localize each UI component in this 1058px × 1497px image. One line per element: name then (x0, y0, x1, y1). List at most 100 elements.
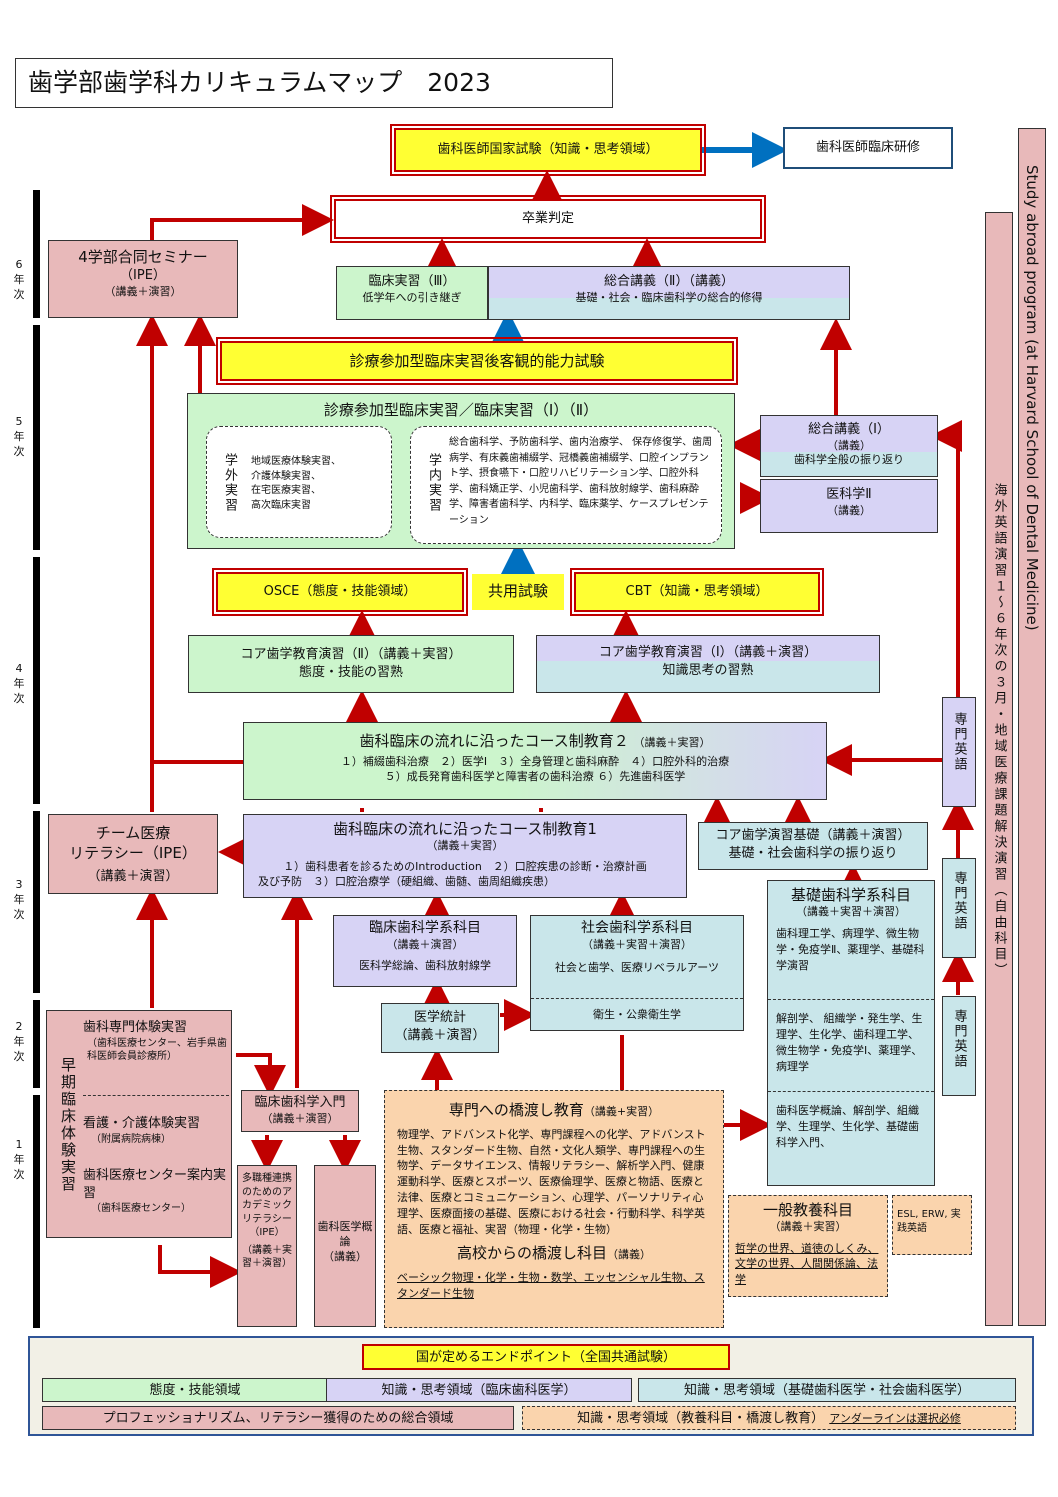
specialized-english-3: 専門英語 (942, 858, 976, 958)
clinical-practice-main-box: 診療参加型臨床実習／臨床実習（Ⅰ）（Ⅱ） 学外実習 地域医療体験実習、 介護体験… (187, 393, 735, 549)
team-medicine-sub: （講義＋演習） (87, 868, 179, 884)
bridge-education-items: 物理学、アドバンスト化学、専門課程への化学、アドバンスト生物、スタンダード生物、… (397, 1127, 706, 1237)
overseas-english-label: 海外英語演習１〜６年次の３月・地域医療課題解決演習（自由科目） (991, 483, 1007, 979)
early-clinical-items: 歯科専門体験実習 （歯科医療センター、岩手県歯科医師会員診療所） (83, 1019, 229, 1064)
core-basic-practice-box: コア歯学演習基礎（講義＋演習） 基礎・社会歯科学の振り返り (698, 822, 928, 870)
study-abroad-label: Study abroad program (at Harvard School … (1023, 165, 1041, 631)
basic-dental-science-sub: （講義＋実習＋演習） (796, 905, 906, 919)
study-abroad-bar: Study abroad program (at Harvard School … (1018, 128, 1046, 1326)
course-education-2-line2: ５）成長発育歯科医学と障害者の歯科治療 ６）先進歯科医学 (384, 770, 686, 784)
team-medicine-title2: リテラシー（IPE） (69, 844, 197, 863)
legend-liberal-arts-label: 知識・思考領域（教養科目・橋渡し教育） (577, 1411, 825, 1426)
clinical-training-label: 歯科医師臨床研修 (815, 140, 920, 155)
basic-dental-science-title: 基礎歯科学系科目 (790, 886, 911, 904)
joint-seminar-box: 4学部合同セミナー （IPE） （講義＋演習） (48, 240, 238, 318)
basic-dental-science-items-2: 解剖学、 組織学・発生学、生理学、生化学、歯科理工学、微生物学・免疫学Ⅰ、薬理学… (776, 1012, 923, 1073)
legend-clinical: 知識・思考領域（臨床歯科医学） (326, 1378, 632, 1402)
clinical-practice-main-title: 診療参加型臨床実習／臨床実習（Ⅰ）（Ⅱ） (323, 401, 599, 419)
core-basic-practice-sub: 基礎・社会歯科学の振り返り (728, 845, 898, 861)
core-practice-2-title: コア歯学教育演習（Ⅱ）（講義＋実習） (240, 647, 462, 662)
joint-seminar-sub: （IPE） (120, 268, 166, 284)
social-dental-science-box: 社会歯科学系科目 （講義＋実習＋演習） 社会と歯学、医療リベラルアーツ 衛生・公… (530, 915, 744, 1031)
early-clinical-label: 早期臨床体験実習 (59, 1057, 77, 1193)
outside-practice-items: 地域医療体験実習、 介護体験実習、 在宅医療実習、 高次臨床実習 (251, 456, 341, 511)
legend-attitude: 態度・技能領域 (42, 1378, 348, 1402)
center-guide-title: 歯科医療センター案内実習 (83, 1168, 227, 1201)
course-education-1-sub: （講義＋実習） (426, 839, 504, 853)
general-education-items: 哲学の世界、道徳のしくみ、文学の世界、人間関係論、法学 (735, 1242, 879, 1286)
clinical-intro-sub: （講義＋演習） (261, 1111, 339, 1125)
dental-intro-title: 歯科医学概論 (317, 1220, 373, 1248)
clinical-training-box: 歯科医師臨床研修 (783, 127, 953, 169)
inside-practice-label: 学内実習 (426, 453, 441, 513)
medical-statistics-sub: （講義＋演習） (394, 1027, 486, 1043)
basic-dental-science-box: 基礎歯科学系科目 （講義＋実習＋演習） 歯科理工学、病理学、微生物学・免疫学Ⅱ、… (767, 880, 935, 1186)
post-clinical-exam-box: 診療参加型臨床実習後客観的能力試験 (216, 337, 738, 385)
early-clinical-divider (83, 1095, 229, 1096)
medical-statistics-title: 医学統計 (413, 1010, 466, 1025)
general-lecture-2-box: 総合講義（Ⅱ）（講義） 基礎・社会・臨床歯科学の総合的修得 (488, 266, 850, 320)
interprofessional-text: 多職種連携のためのアカデミックリテラシー（IPE） (242, 1173, 292, 1238)
nursing-experience: 看護・介護体験実習 （附属病院病棟） (83, 1115, 229, 1146)
year-bar-5 (33, 325, 40, 550)
legend-liberal-arts: 知識・思考領域（教養科目・橋渡し教育） アンダーラインは選択必修 (522, 1406, 1016, 1430)
overseas-english-bar: 海外英語演習１〜６年次の３月・地域医療課題解決演習（自由科目） (985, 212, 1013, 1326)
inside-practice-group: 学内実習 総合歯科学、予防歯科学、歯内治療学、 保存修復学、歯周病学、有床義歯補… (410, 426, 722, 544)
legend-underline-note: アンダーラインは選択必修 (829, 1412, 961, 1425)
nursing-experience-note: （附属病院病棟） (91, 1133, 171, 1145)
general-education-box: 一般教養科目 （講義＋実習） 哲学の世界、道徳のしくみ、文学の世界、人間関係論、… (728, 1195, 888, 1297)
team-medicine-box: チーム医療 リテラシー（IPE） （講義＋演習） (48, 814, 218, 894)
legend-endpoint-label: 国が定めるエンドポイント（全国共通試験） (415, 1350, 676, 1365)
core-practice-1-box: コア歯学教育演習（Ⅰ）（講義＋演習） 知識思考の習熟 (536, 635, 880, 693)
dental-intro-box: 歯科医学概論 （講義） (314, 1165, 376, 1327)
specialized-english-2-label: 専門英語 (951, 1009, 967, 1069)
basic-divider-1 (768, 999, 934, 1000)
medical-science-2-sub: （講義） (827, 503, 871, 517)
medical-science-2-title: 医科学Ⅱ (826, 487, 872, 502)
joint-seminar-note: （講義＋演習） (104, 284, 182, 298)
year-bar-3 (33, 811, 40, 993)
legend-professionalism-label: プロフェッショナリズム、リテラシー獲得のための総合領域 (102, 1411, 454, 1426)
year-bar-2 (33, 1000, 40, 1088)
center-guide-experience: 歯科医療センター案内実習 （歯科医療センター） (83, 1167, 229, 1216)
legend-basic: 知識・思考領域（基礎歯科医学・社会歯科医学） (638, 1378, 1016, 1402)
national-exam-label: 歯科医師国家試験（知識・思考領域） (437, 142, 659, 157)
joint-seminar-title: 4学部合同セミナー (78, 248, 208, 266)
course-education-1-box: 歯科臨床の流れに沿ったコース制教育1 （講義＋実習） １）歯科患者を診るためのI… (243, 814, 687, 898)
social-dental-science-title: 社会歯科学系科目 (581, 920, 693, 936)
interprofessional-sub: （講義＋実習＋演習） (242, 1244, 292, 1270)
bridge-education-title: 専門への橋渡し教育（講義+実習） (448, 1101, 660, 1119)
social-divider (531, 998, 743, 999)
course-education-2-title: 歯科臨床の流れに沿ったコース制教育２ （講義＋実習） (359, 732, 711, 750)
highschool-bridge-items: ベーシック物理・化学・生物・数学、エッセンシャル生物、スタンダード生物 (397, 1270, 705, 1300)
general-lecture-1-box: 総合講義（Ⅰ） （講義） 歯科学全般の振り返り (760, 415, 938, 477)
clinical-dental-science-sub: （講義＋演習） (386, 937, 464, 951)
legend-attitude-label: 態度・技能領域 (149, 1383, 241, 1398)
esl-box: ESL, ERW, 実践英語 (892, 1195, 972, 1255)
course-education-1-title: 歯科臨床の流れに沿ったコース制教育1 (333, 820, 597, 838)
general-lecture-1-sub: （講義） (827, 438, 871, 452)
general-lecture-2-title: 総合講義（Ⅱ）（講義） (604, 274, 734, 289)
outside-practice-label: 学外実習 (211, 437, 239, 529)
clinical-dental-science-box: 臨床歯科学系科目 （講義＋演習） 医科学総論、歯科放射線学 (333, 915, 517, 987)
common-exam-label: 共用試験 (487, 582, 548, 600)
graduation-label: 卒業判定 (521, 211, 574, 226)
clinical-practice-3-box: 臨床実習（Ⅲ） 低学年への引き継ぎ (336, 266, 488, 320)
clinical-practice-3-title: 臨床実習（Ⅲ） (368, 274, 456, 289)
interprofessional-box: 多職種連携のためのアカデミックリテラシー（IPE） （講義＋実習＋演習） (237, 1165, 297, 1327)
national-exam-box: 歯科医師国家試験（知識・思考領域） (390, 124, 706, 176)
basic-divider-2 (768, 1091, 934, 1092)
center-guide-note: （歯科医療センター） (91, 1203, 191, 1215)
basic-dental-science-items-3: 歯科理工学、病理学、微生物学・免疫学Ⅱ、薬理学、基礎科学演習 (776, 927, 925, 972)
year-bar-1 (33, 1095, 40, 1328)
core-practice-2-box: コア歯学教育演習（Ⅱ）（講義＋実習） 態度・技能の習熟 (188, 635, 514, 693)
inside-practice-items: 総合歯科学、予防歯科学、歯内治療学、 保存修復学、歯周病学、有床義歯補綴学、冠橋… (449, 437, 713, 526)
cbt-label: CBT（知識・思考領域） (625, 584, 769, 599)
dental-intro-sub: （講義） (323, 1249, 367, 1263)
specialized-english-3-label: 専門英語 (951, 871, 967, 931)
legend-clinical-label: 知識・思考領域（臨床歯科医学） (381, 1383, 577, 1398)
cbt-box: CBT（知識・思考領域） (570, 568, 824, 616)
